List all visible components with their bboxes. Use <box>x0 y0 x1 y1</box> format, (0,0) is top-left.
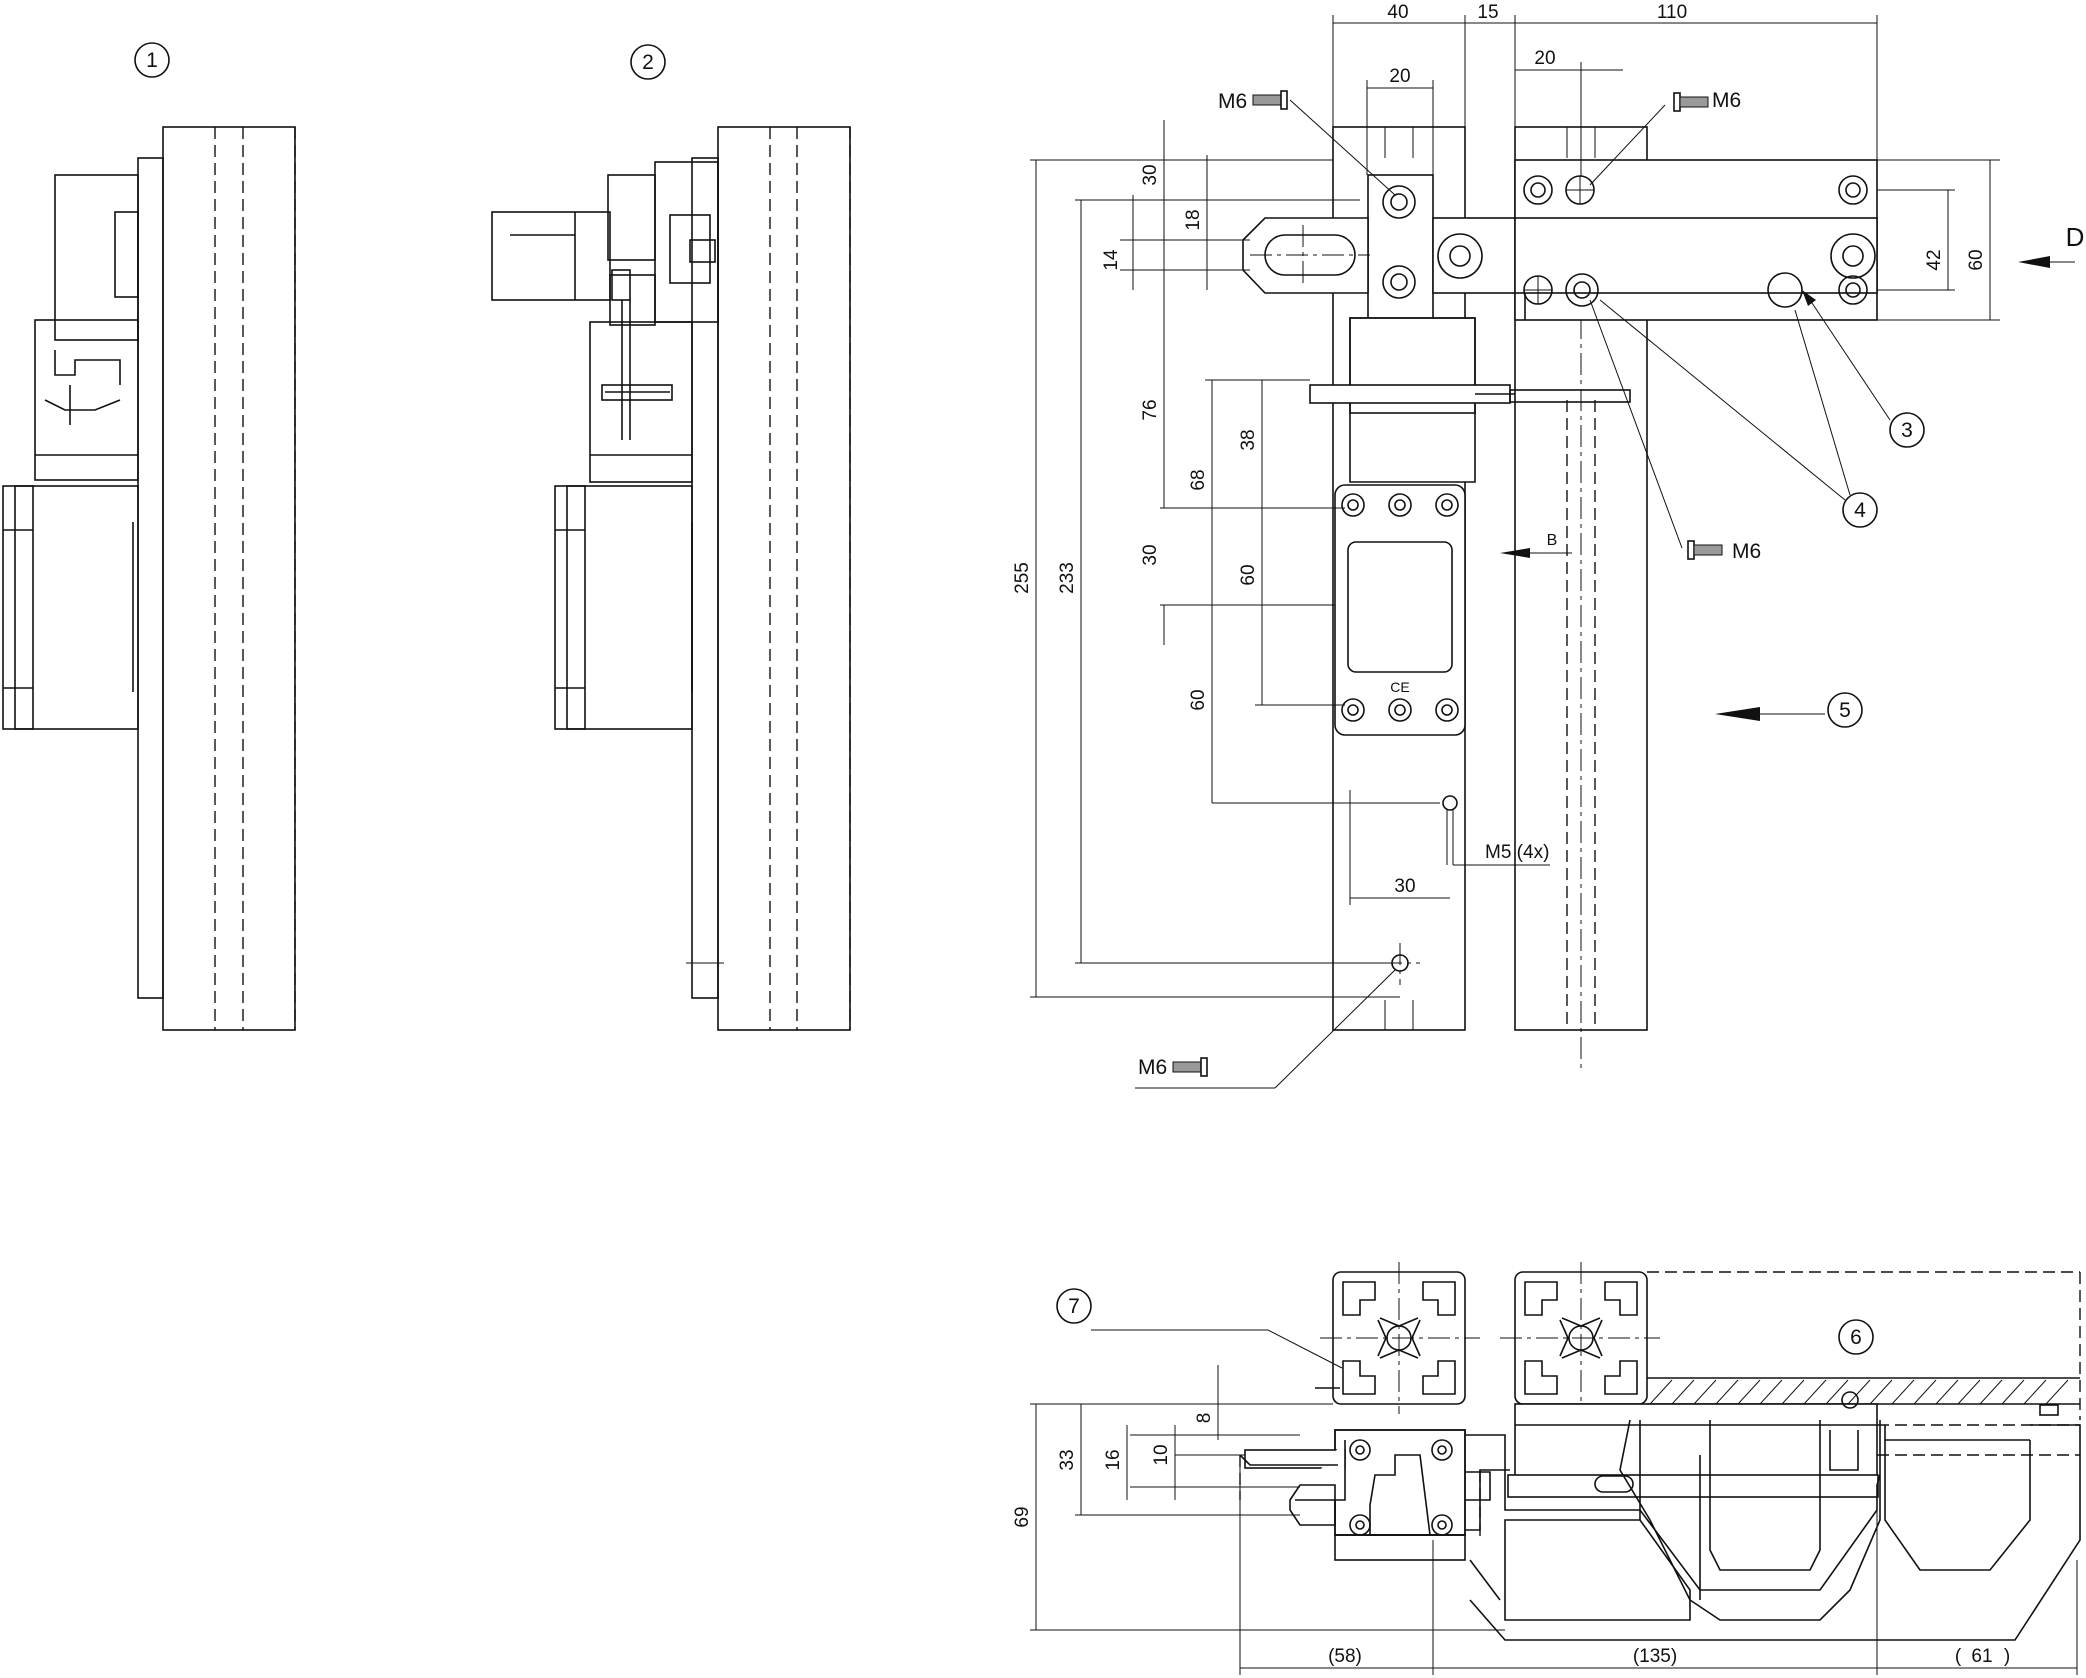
dim-label: (135) <box>1633 1646 1677 1667</box>
screw-m6-2: M6 <box>1589 89 1741 186</box>
dim-label: 14 <box>1101 249 1122 271</box>
screw-label: M6 <box>1218 90 1247 113</box>
bolt-mechanism <box>34 319 139 481</box>
front-view-dimensions: 40 15 110 20 20 255 233 30 76 30 14 18 <box>1012 2 2085 998</box>
screw-label: M6 <box>1138 1056 1167 1079</box>
dim-label: 38 <box>1238 429 1259 450</box>
screw-m6-1: M6 <box>1218 90 1396 196</box>
dim-label: 15 <box>1477 2 1498 23</box>
callout-circle <box>1889 412 1925 448</box>
profile-rail <box>162 126 296 1031</box>
dim-label: 60 <box>1238 564 1259 585</box>
dim-label: 110 <box>1657 2 1687 23</box>
dim-label: 33 <box>1057 1449 1078 1470</box>
bolt-mechanism <box>589 321 693 483</box>
screw-m6-4: M6 <box>1135 969 1396 1089</box>
screw-label: M6 <box>1732 540 1761 563</box>
section-arrow-icon <box>1500 548 1530 558</box>
thread-note: M5 (4x) <box>1485 842 1549 863</box>
safety-switch-body <box>1334 484 1466 736</box>
callout-label: 4 <box>1854 499 1866 522</box>
switch-window <box>1347 541 1453 673</box>
lock-body <box>1334 1429 1466 1536</box>
callout-label: 7 <box>1068 1295 1080 1318</box>
view-label-d: D <box>2066 222 2085 252</box>
dim-label: 20 <box>1389 66 1410 87</box>
dim-label: 18 <box>1183 209 1204 230</box>
screw-callouts: M6 M6 M6 M6 <box>1135 89 1761 1089</box>
hatched-panel <box>1647 1377 2080 1405</box>
callout-circle <box>1056 1288 1092 1324</box>
top-view <box>1239 1262 2081 1641</box>
dim-label: 60 <box>1966 249 1987 270</box>
actuator-head <box>54 174 139 341</box>
dim-paren: ( <box>1955 1646 1962 1667</box>
side-view-2: 2 <box>491 44 851 1031</box>
dim-label: 233 <box>1057 562 1078 594</box>
dim-label: 42 <box>1924 249 1945 270</box>
profile-rail <box>717 126 851 1031</box>
front-view-callouts: 3 4 5 <box>1599 290 1925 728</box>
callout-circle <box>630 44 666 80</box>
dim-label: 30 <box>1140 164 1161 185</box>
top-view-callouts: 7 6 <box>1056 1288 1874 1369</box>
callout-circle <box>1842 492 1878 528</box>
switch-body <box>14 485 139 730</box>
callout-circle <box>1838 1319 1874 1355</box>
top-view-dimensions: 69 33 16 10 8 (58) (135) 61 ( ) <box>1012 1365 2078 1675</box>
mounting-plate <box>137 157 164 999</box>
direction-arrow-icon <box>1715 707 1760 721</box>
dim-label: 40 <box>1387 2 1408 23</box>
profile-section-right <box>1500 1262 1660 1414</box>
view-arrow-icon <box>2018 256 2050 268</box>
callout-circle <box>1827 692 1863 728</box>
screw-m6-3: M6 <box>1589 299 1761 563</box>
dim-label: 60 <box>1188 689 1209 710</box>
dim-label: 76 <box>1140 399 1161 420</box>
callout-label: 5 <box>1839 699 1851 722</box>
mounting-plate <box>691 157 719 999</box>
actuator-bar-top <box>1514 1403 1878 1480</box>
dim-label: 68 <box>1188 469 1209 490</box>
dim-label: 255 <box>1012 562 1033 594</box>
switch-housing-top <box>1504 1519 1691 1621</box>
dim-label: 20 <box>1534 48 1555 69</box>
view-label-b: B <box>1547 532 1558 549</box>
actuator-head <box>491 211 611 301</box>
dim-label: 30 <box>1140 544 1161 565</box>
profile-section-left <box>1320 1262 1480 1414</box>
dim-label: 16 <box>1103 1449 1124 1470</box>
callout-label: 2 <box>642 51 654 74</box>
callout-label: 1 <box>146 49 158 72</box>
dim-paren: ) <box>2004 1646 2010 1667</box>
dim-label: 8 <box>1194 1413 1215 1424</box>
side-view-1: 1 <box>2 42 296 1031</box>
dim-label: (58) <box>1328 1646 1362 1667</box>
dim-label: 69 <box>1012 1506 1033 1527</box>
front-view: CE <box>1242 126 1878 1070</box>
switch-screws <box>1341 493 1459 722</box>
dim-label: 61 <box>1971 1646 1992 1667</box>
ce-mark-icon: CE <box>1390 679 1409 695</box>
callout-label: 3 <box>1901 419 1913 442</box>
screw-label: M6 <box>1712 89 1741 112</box>
dim-label: 10 <box>1151 1444 1172 1465</box>
dim-label: 30 <box>1394 876 1415 897</box>
callout-circle <box>134 42 170 78</box>
callout-label: 6 <box>1850 1326 1862 1349</box>
